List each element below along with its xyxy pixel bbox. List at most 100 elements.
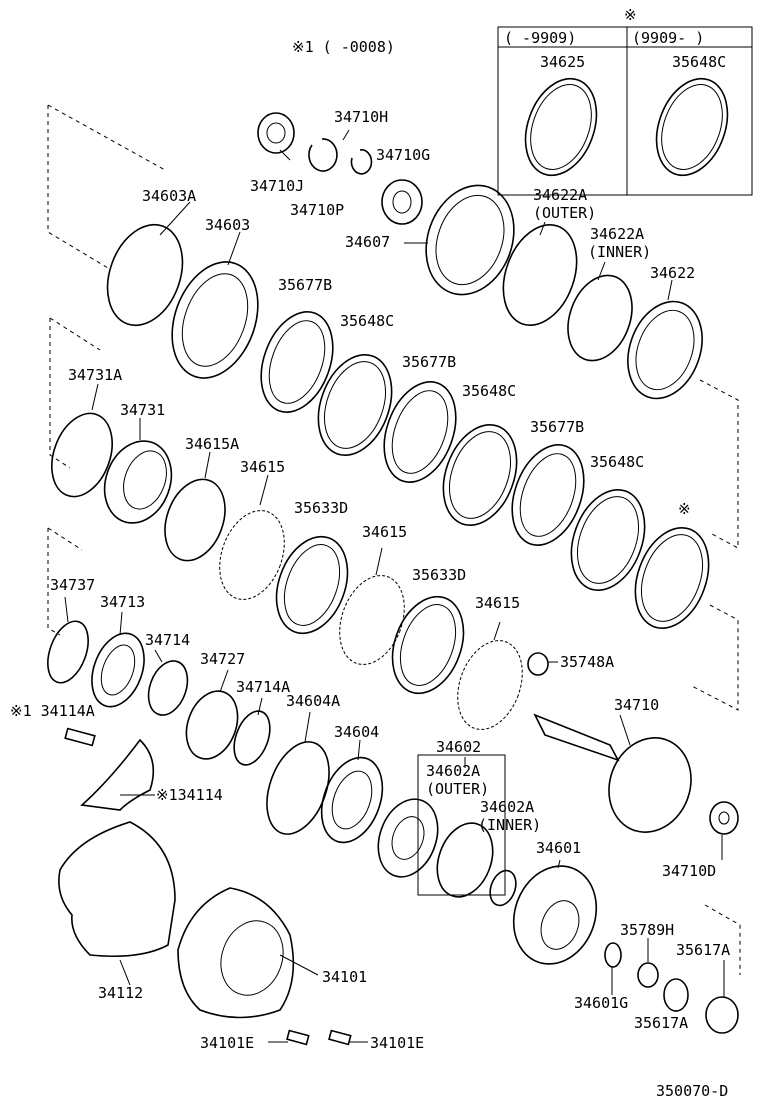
- label-34601g: 34601G: [574, 994, 628, 1012]
- bolt-34101e-1: [286, 1029, 310, 1046]
- oring-34602a-inner: [489, 869, 517, 907]
- disc-35633d-2: [391, 595, 465, 695]
- oring-34622a-outer: [502, 223, 578, 327]
- label-35617a-1: 35617A: [676, 941, 730, 959]
- label-35617a-2: 35617A: [634, 1014, 688, 1032]
- label-34622a-inner-tag: (INNER): [588, 243, 651, 261]
- label-34101e-2: 34101E: [370, 1034, 424, 1052]
- label-34710: 34710: [614, 696, 659, 714]
- disc-35677b-1: [260, 311, 334, 413]
- label-34603a: 34603A: [142, 187, 196, 205]
- plate-35648c-3: [570, 488, 646, 592]
- label-35648c-3: 35648C: [590, 453, 644, 471]
- label-34731: 34731: [120, 401, 165, 419]
- label-34615-3: 34615: [475, 594, 520, 612]
- label-34607: 34607: [345, 233, 390, 251]
- label-34101: 34101: [322, 968, 367, 986]
- diagram-code: 350070-D: [656, 1082, 728, 1100]
- inset-col2-header: (9909- ): [632, 29, 704, 47]
- label-34601: 34601: [536, 839, 581, 857]
- label-34737: 34737: [50, 576, 95, 594]
- carrier-34710: [608, 737, 692, 833]
- inset-plate-34625: [524, 77, 598, 177]
- disc-35633d-1: [275, 535, 349, 635]
- label-35748a: 35748A: [560, 653, 614, 671]
- disc-35677b-3: [511, 444, 585, 546]
- label-35633d-1: 35633D: [294, 499, 348, 517]
- plate-inset-marker: [634, 526, 710, 630]
- bearing-34710g: [381, 179, 423, 225]
- label-marker-star: ※: [678, 500, 691, 518]
- label-34713: 34713: [100, 593, 145, 611]
- drum-34607: [425, 184, 515, 296]
- plate-34615-3: [457, 640, 523, 730]
- label-34714a: 34714A: [236, 678, 290, 696]
- label-34602a-outer-tag: (OUTER): [426, 780, 489, 798]
- label-35677b-3: 35677B: [530, 418, 584, 436]
- label-34602: 34602: [436, 738, 481, 756]
- plate-35648c-2: [442, 423, 518, 527]
- snap-ring-34731a: [51, 412, 113, 498]
- label-34101e-1: 34101E: [200, 1034, 254, 1052]
- bracket-134114: [80, 738, 155, 811]
- plate-34615-2: [339, 575, 405, 665]
- oring-34602a-outer: [436, 822, 494, 898]
- washer-34710d: [709, 801, 739, 835]
- seal-35789h: [637, 962, 659, 988]
- snap-ring-34710p: [308, 138, 338, 172]
- bolt-34101e-2: [328, 1029, 352, 1046]
- group-bracket-34602: [417, 754, 506, 896]
- gasket-34112: [58, 821, 176, 958]
- ring-34714a: [233, 710, 271, 766]
- snap-ring-34604a: [266, 741, 330, 835]
- label-35648c-2: 35648C: [462, 382, 516, 400]
- label-34622a-outer: 34622A: [533, 186, 587, 204]
- shaft-34710: [533, 713, 620, 762]
- inset-col1-header: ( -9909): [504, 29, 576, 47]
- bolt-134114a: [64, 727, 96, 747]
- snap-ring-34603a: [106, 223, 184, 327]
- label-34622: 34622: [650, 264, 695, 282]
- label-35648c-1: 35648C: [340, 312, 394, 330]
- inset-col2-part: 35648C: [672, 53, 726, 71]
- label-34727: 34727: [200, 650, 245, 668]
- case-34101: [177, 887, 295, 1019]
- label-35677b-1: 35677B: [278, 276, 332, 294]
- piston-34602: [377, 798, 439, 878]
- leader-lines: [64, 129, 725, 1043]
- label-34615-2: 34615: [362, 523, 407, 541]
- label-34615a: 34615A: [185, 435, 239, 453]
- inset-col1-part: 34625: [540, 53, 585, 71]
- label-134114: ※134114: [156, 786, 223, 804]
- plate-35648c-1: [317, 353, 393, 457]
- ring-35617a-1: [663, 978, 689, 1012]
- label-34615-1: 34615: [240, 458, 285, 476]
- inset-box: ※ ( -9909) (9909- ) 34625 35648C: [497, 6, 753, 196]
- label-35633d-2: 35633D: [412, 566, 466, 584]
- label-34710h: 34710H: [334, 108, 388, 126]
- snap-ring-34615a: [164, 478, 226, 562]
- piston-34603: [171, 261, 259, 379]
- label-34604a: 34604A: [286, 692, 340, 710]
- nut-34710j: [257, 112, 295, 154]
- label-34622a-inner: 34622A: [590, 225, 644, 243]
- inset-plate-35648c: [655, 77, 729, 177]
- pin-34601g: [604, 942, 622, 968]
- bearing-34714: [147, 660, 189, 716]
- plate-34615-1: [219, 510, 285, 600]
- gear-34713: [91, 632, 145, 708]
- label-35677b-2: 35677B: [402, 353, 456, 371]
- label-34710j: 34710J: [250, 177, 304, 195]
- label-34714: 34714: [145, 631, 190, 649]
- label-34604: 34604: [334, 723, 379, 741]
- disc-35677b-2: [383, 381, 457, 483]
- inset-marker: ※: [624, 6, 637, 24]
- hub-34731: [103, 440, 173, 524]
- piston-34622: [627, 300, 703, 400]
- label-34710g: 34710G: [376, 146, 430, 164]
- label-34731a: 34731A: [68, 366, 122, 384]
- label-34710d: 34710D: [662, 862, 716, 880]
- ring-35617a-2: [705, 996, 739, 1034]
- ring-35748a: [527, 652, 549, 676]
